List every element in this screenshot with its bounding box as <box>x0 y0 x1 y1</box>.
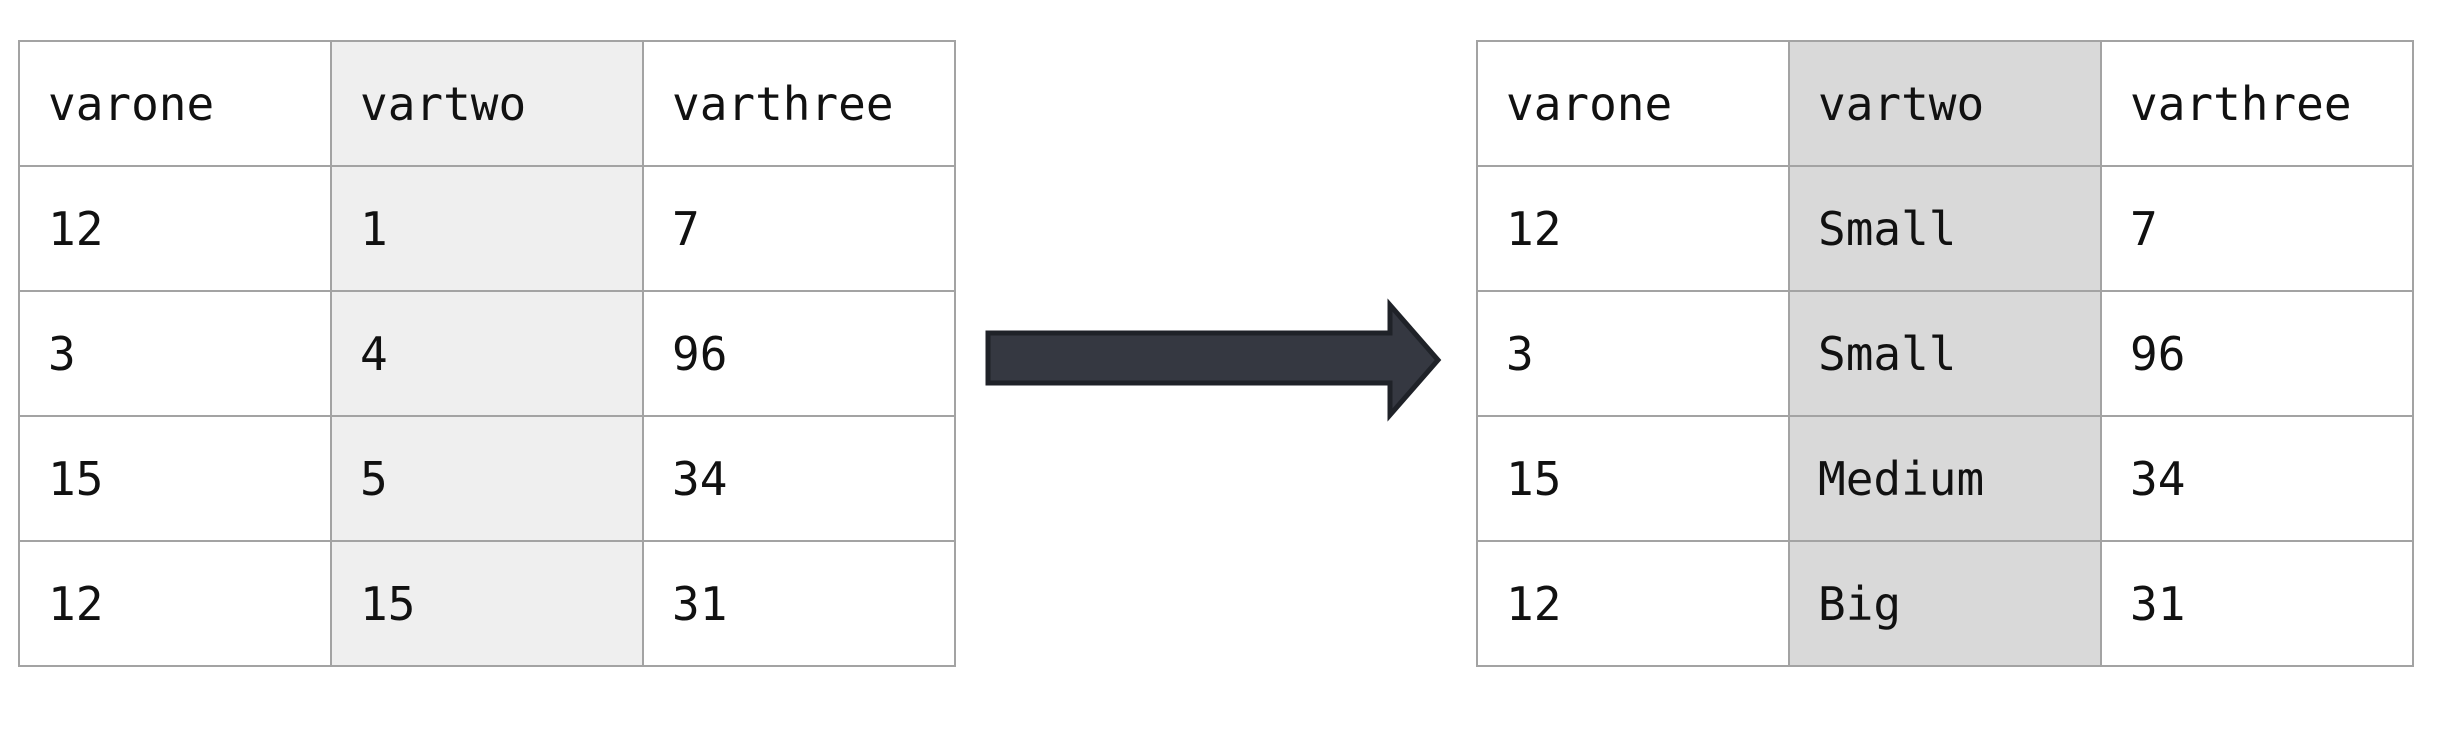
table-cell: 3 <box>18 290 332 417</box>
table-row: 15 5 34 <box>18 415 956 542</box>
table-cell: 7 <box>642 165 956 292</box>
table-cell: 12 <box>1476 540 1790 667</box>
table-cell: Medium <box>1788 415 2102 542</box>
table-cell: 15 <box>330 540 644 667</box>
header-cell-vartwo: vartwo <box>1788 40 2102 167</box>
table-cell: 96 <box>642 290 956 417</box>
table-cell: Big <box>1788 540 2102 667</box>
arrow-shape <box>985 298 1442 422</box>
table-cell: 34 <box>642 415 956 542</box>
table-row: 12 15 31 <box>18 540 956 667</box>
table-row: 15 Medium 34 <box>1476 415 2414 542</box>
header-cell-varone: varone <box>18 40 332 167</box>
table-cell: Small <box>1788 290 2102 417</box>
table-cell: 34 <box>2100 415 2414 542</box>
table-after: varone vartwo varthree 12 Small 7 3 Smal… <box>1476 40 2414 667</box>
table-cell: 3 <box>1476 290 1790 417</box>
table-before: varone vartwo varthree 12 1 7 3 4 96 15 … <box>18 40 956 667</box>
table-row: 3 4 96 <box>18 290 956 417</box>
table-header-row: varone vartwo varthree <box>1476 40 2414 167</box>
table-cell: 31 <box>2100 540 2414 667</box>
table-row: 12 1 7 <box>18 165 956 292</box>
table-row: 3 Small 96 <box>1476 290 2414 417</box>
table-cell: 12 <box>1476 165 1790 292</box>
header-cell-varthree: varthree <box>642 40 956 167</box>
header-cell-varthree: varthree <box>2100 40 2414 167</box>
table-cell: 7 <box>2100 165 2414 292</box>
header-cell-varone: varone <box>1476 40 1790 167</box>
table-cell: 96 <box>2100 290 2414 417</box>
table-cell: 31 <box>642 540 956 667</box>
table-cell: Small <box>1788 165 2102 292</box>
table-cell: 4 <box>330 290 644 417</box>
table-cell: 1 <box>330 165 644 292</box>
table-header-row: varone vartwo varthree <box>18 40 956 167</box>
header-cell-vartwo: vartwo <box>330 40 644 167</box>
table-cell: 15 <box>1476 415 1790 542</box>
table-cell: 5 <box>330 415 644 542</box>
table-row: 12 Big 31 <box>1476 540 2414 667</box>
table-cell: 12 <box>18 165 332 292</box>
table-row: 12 Small 7 <box>1476 165 2414 292</box>
table-cell: 15 <box>18 415 332 542</box>
table-cell: 12 <box>18 540 332 667</box>
right-arrow-icon <box>985 298 1442 422</box>
